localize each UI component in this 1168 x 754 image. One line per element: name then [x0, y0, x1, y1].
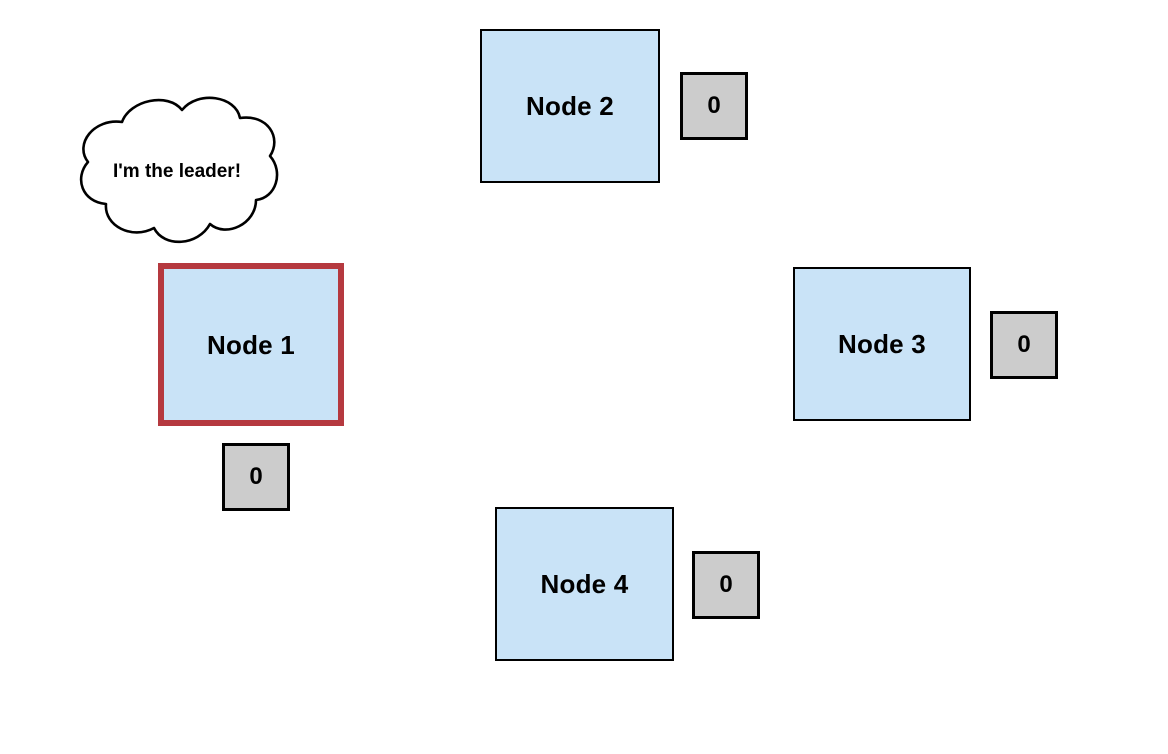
node-counter-node-1[interactable]: 0 — [222, 443, 290, 511]
node-counter-value-node-4: 0 — [719, 571, 733, 598]
node-counter-value-node-1: 0 — [249, 463, 263, 490]
node-counter-node-3[interactable]: 0 — [990, 311, 1058, 379]
node-box-node-4[interactable]: Node 4 — [495, 507, 674, 661]
node-label-node-3: Node 3 — [838, 329, 926, 359]
node-label-node-4: Node 4 — [540, 569, 629, 599]
node-counter-value-node-2: 0 — [707, 92, 721, 119]
cloud-shape — [79, 96, 279, 244]
node-box-node-2[interactable]: Node 2 — [480, 29, 660, 183]
node-label-node-2: Node 2 — [526, 91, 614, 121]
node-label-node-1: Node 1 — [207, 329, 295, 360]
node-counter-node-4[interactable]: 0 — [692, 551, 760, 619]
node-box-node-3[interactable]: Node 3 — [793, 267, 971, 421]
node-counter-node-2[interactable]: 0 — [680, 72, 748, 140]
thought-bubble: I'm the leader! — [64, 90, 286, 250]
node-box-node-1[interactable]: Node 1 — [158, 263, 344, 426]
node-counter-value-node-3: 0 — [1017, 331, 1031, 358]
